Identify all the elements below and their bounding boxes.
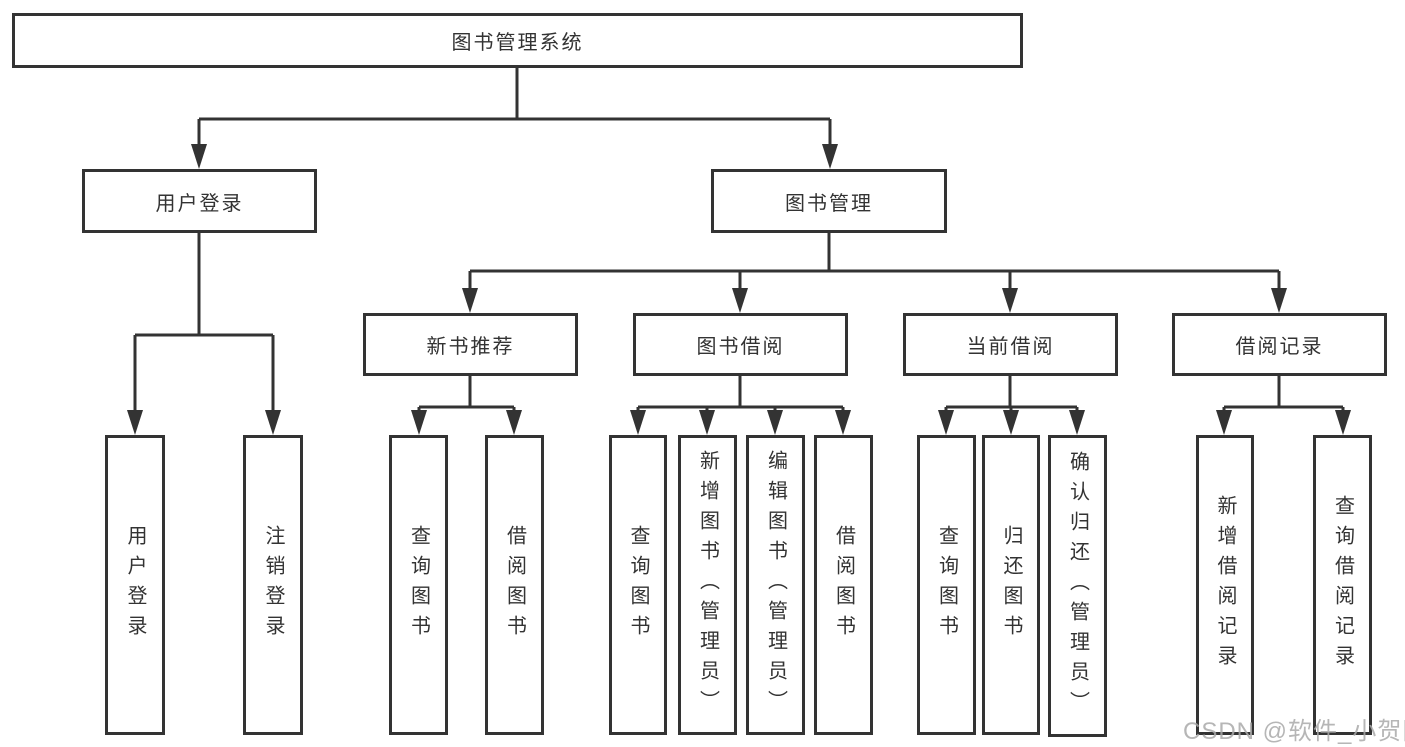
- connector-records-branch: [1222, 376, 1345, 414]
- leaf-borrow-edit: 编辑图书（管理员）: [746, 435, 805, 735]
- leaf-borrow-borrow: 借阅图书: [814, 435, 873, 735]
- node-user-login: 用户登录: [82, 169, 317, 233]
- leaf-current-return: 归还图书: [982, 435, 1040, 735]
- leaf-current-query: 查询图书: [917, 435, 976, 735]
- node-current-borrow: 当前借阅: [903, 313, 1118, 376]
- leaf-borrow-edit-label: 编辑图书（管理员）: [764, 450, 787, 720]
- connector-book-mgmt-branch: [468, 233, 1281, 292]
- connector-user-login-branch: [133, 233, 275, 414]
- arrowheads: [127, 144, 1351, 435]
- node-book-management: 图书管理: [711, 169, 947, 233]
- leaf-current-query-label: 查询图书: [935, 525, 958, 645]
- leaf-newbook-query: 查询图书: [389, 435, 448, 735]
- leaf-current-confirm: 确认归还（管理员）: [1048, 435, 1107, 737]
- node-current-borrow-label: 当前借阅: [966, 336, 1055, 358]
- leaf-user-login-label: 用户登录: [124, 525, 146, 645]
- node-book-borrow-label: 图书借阅: [696, 336, 785, 358]
- leaf-logout: 注销登录: [243, 435, 303, 735]
- connector-new-book-branch: [417, 376, 516, 414]
- connector-borrow-branch: [636, 376, 845, 414]
- csdn-watermark: CSDN @软件_小贺同学: [1183, 718, 1405, 745]
- leaf-records-add: 新增借阅记录: [1196, 435, 1254, 735]
- leaf-records-query: 查询借阅记录: [1313, 435, 1372, 735]
- node-new-book-recommend: 新书推荐: [363, 313, 578, 376]
- node-new-book-recommend-label: 新书推荐: [426, 336, 515, 358]
- connector-root-stem: [197, 68, 832, 148]
- node-root: 图书管理系统: [12, 13, 1023, 68]
- leaf-newbook-borrow: 借阅图书: [485, 435, 544, 735]
- leaf-logout-label: 注销登录: [262, 525, 284, 645]
- leaf-newbook-query-label: 查询图书: [407, 525, 430, 645]
- node-borrow-records: 借阅记录: [1172, 313, 1387, 376]
- leaf-records-add-label: 新增借阅记录: [1214, 495, 1236, 675]
- node-user-login-label: 用户登录: [155, 192, 244, 215]
- node-book-borrow: 图书借阅: [633, 313, 848, 376]
- leaf-current-confirm-label: 确认归还（管理员）: [1066, 451, 1089, 721]
- leaf-records-query-label: 查询借阅记录: [1331, 495, 1354, 675]
- node-borrow-records-label: 借阅记录: [1235, 336, 1324, 358]
- node-root-label: 图书管理系统: [451, 32, 584, 54]
- leaf-user-login: 用户登录: [105, 435, 165, 735]
- connector-current-branch: [944, 376, 1079, 414]
- leaf-borrow-borrow-label: 借阅图书: [832, 525, 855, 645]
- leaf-borrow-add: 新增图书（管理员）: [678, 435, 737, 735]
- node-book-management-label: 图书管理: [785, 192, 873, 215]
- leaf-current-return-label: 归还图书: [1000, 525, 1022, 645]
- leaf-newbook-borrow-label: 借阅图书: [503, 525, 526, 645]
- leaf-borrow-add-label: 新增图书（管理员）: [696, 450, 719, 720]
- leaf-borrow-query-label: 查询图书: [627, 525, 649, 645]
- leaf-borrow-query: 查询图书: [609, 435, 667, 735]
